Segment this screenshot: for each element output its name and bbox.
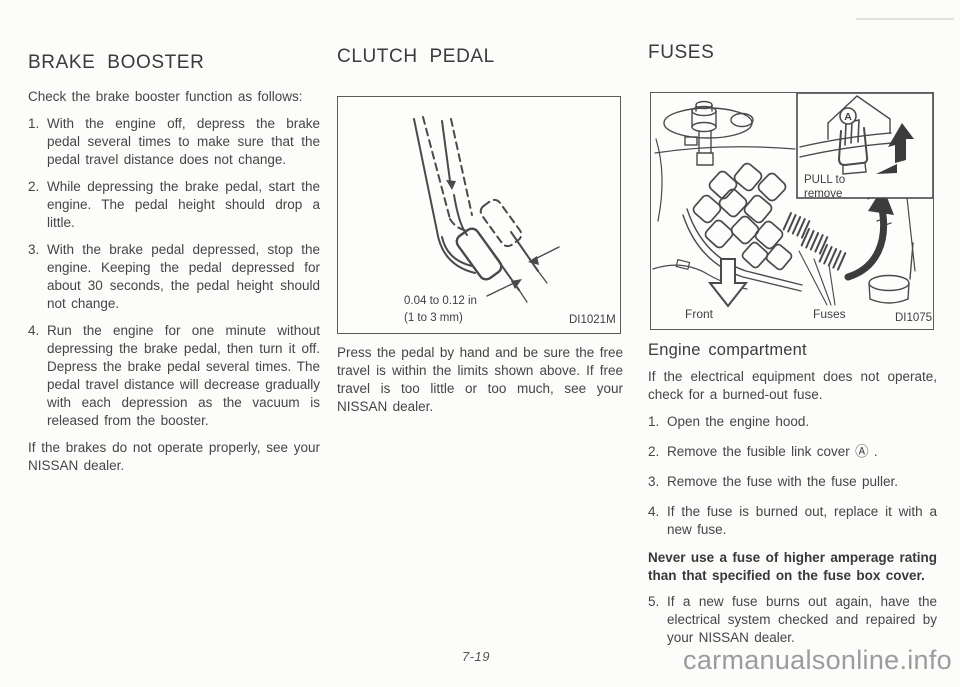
fuse-box-tray <box>682 208 803 292</box>
clutch-pedal-text: Press the pedal by hand and be sure the … <box>337 345 623 414</box>
fuse-strip <box>782 212 847 271</box>
pull-wedge-icon <box>876 164 897 174</box>
fuses-intro: If the electrical equipment does not ope… <box>648 369 937 402</box>
strut-tower <box>663 100 754 166</box>
brake-booster-step-4: 4. Run the engine for one minute without… <box>28 322 320 430</box>
page-number: 7-19 <box>462 649 491 664</box>
brake-booster-title: BRAKE BOOSTER <box>28 52 205 73</box>
step-number: 5. <box>648 594 660 609</box>
brake-booster-intro: Check the brake booster function as foll… <box>28 89 303 104</box>
fuse-box-figure: A PULL to remove Front Fuses DI1075 <box>650 92 934 330</box>
pull-caption-1: PULL to <box>804 174 845 186</box>
fusible-link-cover <box>799 95 893 175</box>
inset-label: A <box>844 111 852 123</box>
step-number: 4. <box>28 323 40 338</box>
step-text: Remove the fusible link cover Ⓐ . <box>667 444 878 459</box>
fuses-body: Engine compartment If the electrical equ… <box>648 341 937 656</box>
dimension-arrowhead-icon <box>528 256 539 265</box>
pull-caption-2: remove <box>804 188 842 200</box>
step-text: Run the engine for one minute without de… <box>47 323 320 428</box>
figure-code: DI1075 <box>895 312 932 324</box>
pedal-released-outline <box>422 116 523 248</box>
dimension-arrowhead-icon <box>511 279 522 289</box>
fuses-warning: Never use a fuse of higher amperage rati… <box>648 550 937 583</box>
step-text: While depressing the brake pedal, start … <box>47 179 320 230</box>
scan-artifact-line <box>856 18 954 20</box>
clutch-pedal-title: CLUTCH PEDAL <box>337 46 495 67</box>
clutch-pedal-body: Press the pedal by hand and be sure the … <box>337 344 623 416</box>
step-number: 2. <box>648 444 660 459</box>
brake-booster-column: BRAKE BOOSTER Check the brake booster fu… <box>28 52 320 475</box>
brake-booster-note: If the brakes do not operate properly, s… <box>28 440 320 473</box>
fuses-column-header: FUSES <box>648 42 936 78</box>
lift-arrow <box>844 205 888 281</box>
fuses-step-3: 3. Remove the fuse with the fuse puller. <box>648 473 937 491</box>
fuses-step-1: 1. Open the engine hood. <box>648 413 937 431</box>
pull-arrow-icon <box>888 123 914 163</box>
step-text: If the fuse is burned out, replace it wi… <box>667 504 937 537</box>
figure-code: DI1021M <box>569 314 616 326</box>
fuses-leader-lines <box>798 250 836 306</box>
watermark: carmanualsonline.info <box>683 645 952 675</box>
free-travel-dimension-in: 0.04 to 0.12 in <box>404 295 477 307</box>
step-number: 2. <box>28 179 40 194</box>
fuses-label: Fuses <box>813 307 846 321</box>
front-arrow-icon <box>707 258 749 308</box>
lift-arrowhead-icon <box>868 187 894 215</box>
free-travel-dimension-mm: (1 to 3 mm) <box>404 312 463 324</box>
circled-a-marker <box>839 107 857 125</box>
clutch-pedal-column: CLUTCH PEDAL <box>337 46 622 82</box>
step-number: 1. <box>28 116 40 131</box>
fuses-title: FUSES <box>648 42 715 63</box>
dimension-arrows <box>486 246 560 297</box>
step-text: Open the engine hood. <box>667 414 810 429</box>
step-text: With the engine off, depress the brake p… <box>47 116 320 167</box>
fuses-step-5: 5. If a new fuse burns out again, have t… <box>648 593 937 647</box>
step-text: With the brake pedal depressed, stop the… <box>47 242 320 311</box>
fuses-step-2: 2. Remove the fusible link cover Ⓐ . <box>648 443 937 461</box>
step-number: 3. <box>648 474 660 489</box>
brake-booster-step-3: 3. With the brake pedal depressed, stop … <box>28 241 320 313</box>
fuses-step-4: 4. If the fuse is burned out, replace it… <box>648 503 937 539</box>
brake-booster-step-2: 2. While depressing the brake pedal, sta… <box>28 178 320 232</box>
clutch-pedal-diagram: 0.04 to 0.12 in (1 to 3 mm) DI1021M <box>404 116 616 326</box>
free-travel-rod <box>489 231 548 303</box>
step-text: If a new fuse burns out again, have the … <box>667 594 937 645</box>
clutch-pedal-figure: 0.04 to 0.12 in (1 to 3 mm) DI1021M <box>337 96 621 334</box>
fuse-box-diagram: A PULL to remove Front Fuses DI1075 <box>652 93 933 324</box>
step-number: 3. <box>28 242 40 257</box>
reservoir-cap <box>868 242 914 304</box>
step-text: Remove the fuse with the fuse puller. <box>667 474 898 489</box>
step-number: 1. <box>648 414 660 429</box>
relay-box <box>692 162 793 271</box>
front-label: Front <box>685 307 714 321</box>
pedal-arm <box>413 118 503 281</box>
travel-direction-arrow-icon <box>446 180 456 190</box>
step-number: 4. <box>648 504 660 519</box>
brake-booster-step-1: 1. With the engine off, depress the brak… <box>28 115 320 169</box>
engine-compartment-subheading: Engine compartment <box>648 341 807 359</box>
